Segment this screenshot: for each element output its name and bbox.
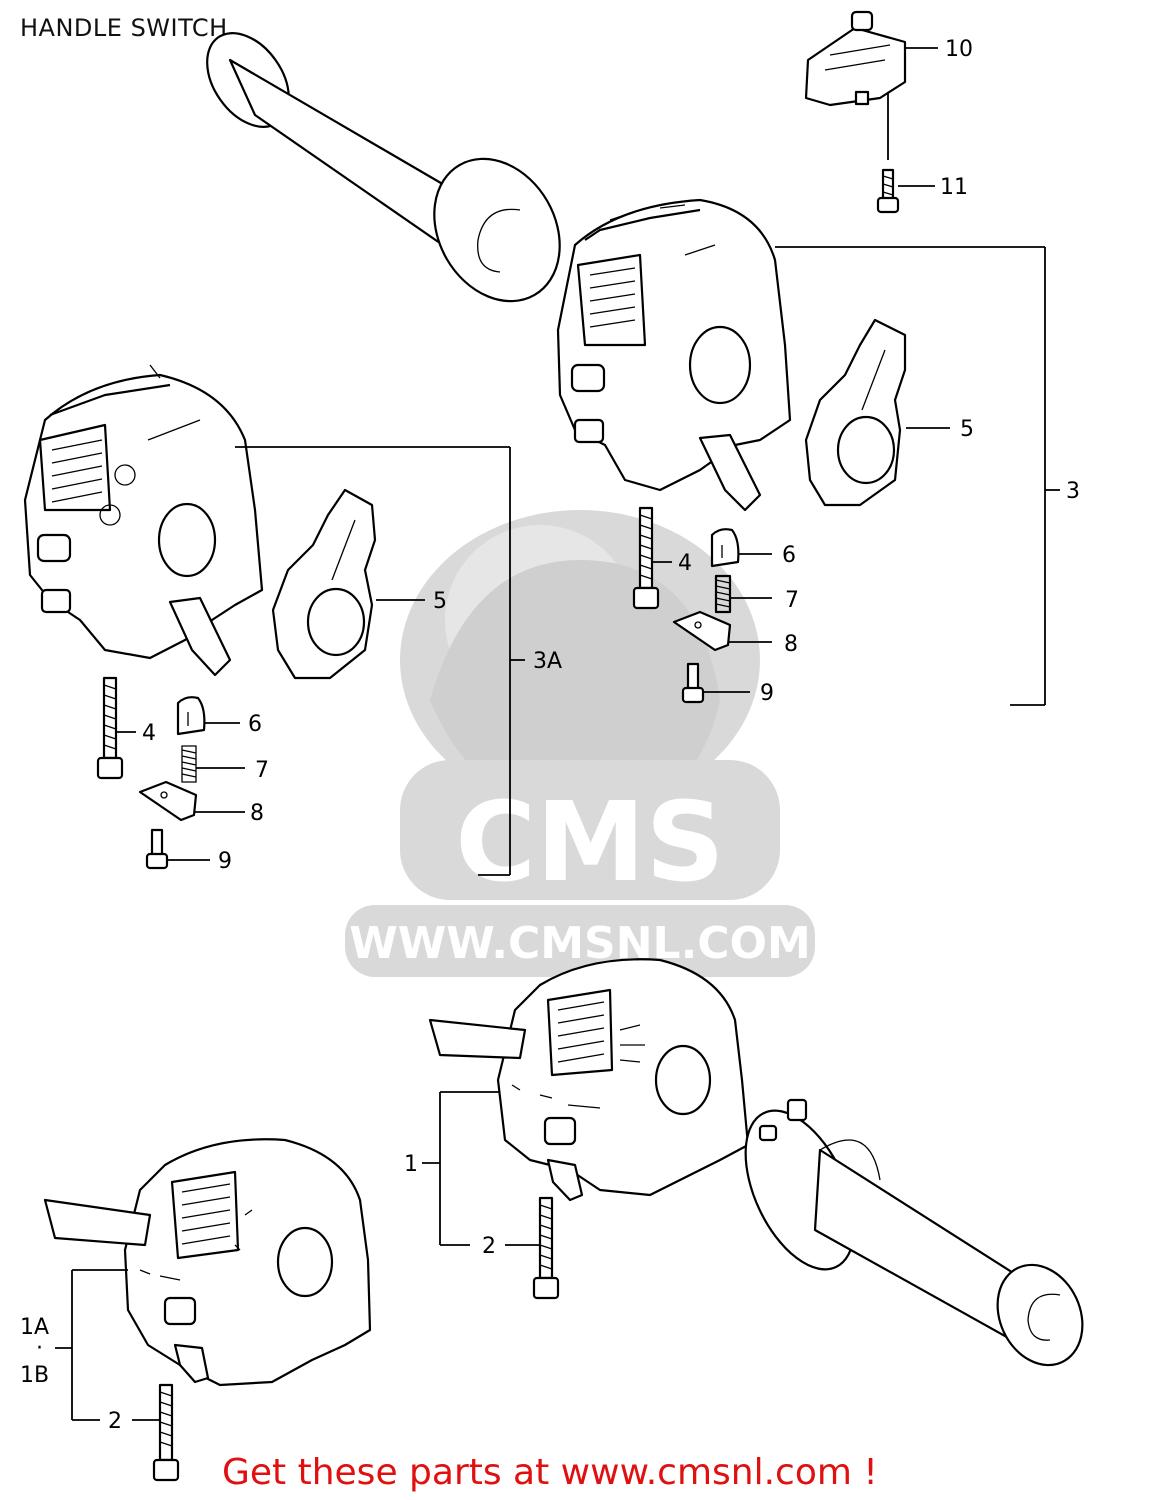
- callout-4-left: 4: [142, 721, 156, 746]
- callout-1b: 1B: [20, 1363, 49, 1388]
- plate-icon: [138, 780, 198, 822]
- callout-11: 11: [940, 175, 968, 200]
- spring-icon: [181, 745, 197, 783]
- callout-1a: 1A: [20, 1315, 49, 1340]
- callout-10: 10: [945, 37, 973, 62]
- callout-2-right: 2: [482, 1234, 496, 1259]
- callout-9-left: 9: [218, 849, 232, 874]
- screw-icon: [152, 1383, 180, 1482]
- callout-dot: ·: [36, 1336, 43, 1361]
- callout-1: 1: [404, 1152, 418, 1177]
- callout-3: 3: [1066, 479, 1080, 504]
- watermark-url: WWW.CMSNL.COM: [349, 918, 811, 969]
- grip-icon: [206, 32, 561, 303]
- watermark-logo-text: CMS: [455, 778, 724, 906]
- throttle-cover-icon: [804, 318, 907, 507]
- throttle-grip-icon: [744, 1098, 1084, 1367]
- screw-icon: [876, 168, 900, 214]
- cms-logo-watermark: CMS WWW.CMSNL.COM: [345, 510, 815, 977]
- knob-icon: [710, 528, 740, 568]
- switch-housing-icon: [428, 958, 750, 1202]
- switch-housing-icon: [556, 198, 792, 512]
- screw-icon: [532, 1196, 560, 1300]
- callout-4-right: 4: [678, 551, 692, 576]
- callout-6-right: 6: [782, 543, 796, 568]
- callout-8-left: 8: [250, 801, 264, 826]
- screw-icon: [681, 662, 705, 704]
- callout-8-right: 8: [784, 632, 798, 657]
- callout-6-left: 6: [248, 712, 262, 737]
- switch-housing-icon: [23, 364, 264, 677]
- spring-icon: [714, 574, 732, 614]
- plate-icon: [672, 610, 732, 652]
- callout-9-right: 9: [760, 681, 774, 706]
- callout-3a: 3A: [533, 649, 562, 674]
- page-title: HANDLE SWITCH: [20, 14, 228, 42]
- switch-unit-icon: [804, 10, 907, 107]
- throttle-cover-icon: [271, 488, 377, 680]
- screw-icon: [96, 676, 124, 780]
- get-parts-link[interactable]: Get these parts at www.cmsnl.com !: [222, 1452, 878, 1493]
- callout-5-left: 5: [433, 589, 447, 614]
- callout-7-right: 7: [785, 588, 799, 613]
- screw-icon: [145, 828, 169, 870]
- callout-7-left: 7: [255, 758, 269, 783]
- callout-2-left: 2: [108, 1409, 122, 1434]
- screw-icon: [632, 506, 660, 610]
- callout-5-right: 5: [960, 417, 974, 442]
- knob-icon: [176, 696, 206, 736]
- switch-housing-icon: [43, 1138, 372, 1387]
